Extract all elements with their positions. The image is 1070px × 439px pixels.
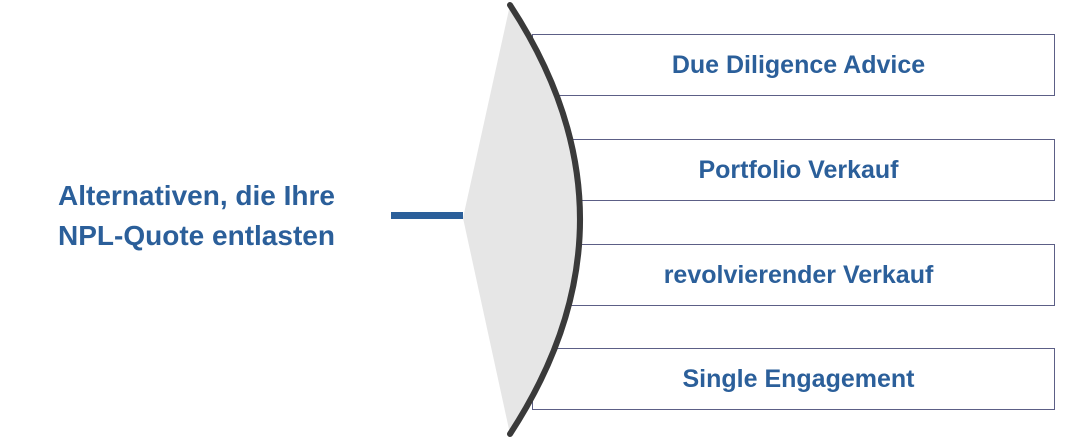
- lens-arc: [507, 2, 583, 437]
- left-label-line-2: NPL-Quote entlasten: [58, 220, 335, 251]
- option-box-single-engagement: Single Engagement: [532, 348, 1055, 410]
- lens-fill: [463, 5, 580, 434]
- option-label: Portfolio Verkauf: [698, 155, 899, 184]
- option-label: Single Engagement: [682, 364, 915, 393]
- option-label: revolvierender Verkauf: [663, 260, 934, 289]
- option-box-portfolio-verkauf: Portfolio Verkauf: [532, 139, 1055, 201]
- option-box-revolvierender-verkauf: revolvierender Verkauf: [532, 244, 1055, 306]
- option-box-due-diligence: Due Diligence Advice: [532, 34, 1055, 96]
- left-label-line-1: Alternativen, die Ihre: [58, 180, 335, 211]
- option-label: Due Diligence Advice: [671, 50, 926, 79]
- left-label: Alternativen, die Ihre NPL-Quote entlast…: [0, 176, 393, 256]
- connector-line: [391, 212, 463, 219]
